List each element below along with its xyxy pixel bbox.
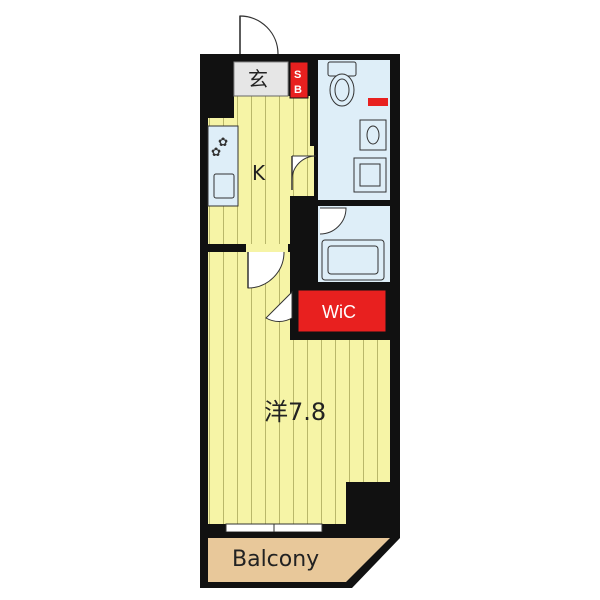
toilet-seat: [334, 78, 350, 102]
wall-pillar-bottom-right: [346, 482, 400, 532]
wall-wet-left-lower: [290, 196, 318, 252]
toilet-bowl: [329, 73, 355, 107]
front-door-swing[interactable]: [239, 15, 279, 55]
wall-wet-left: [310, 54, 318, 146]
entrance-floor: [233, 61, 289, 97]
kitchen-sink: [213, 173, 235, 199]
washing-machine-inner: [359, 163, 381, 187]
shoe-box-label-s: S: [294, 69, 301, 81]
stove-burner-1: ✿: [218, 135, 228, 149]
bathtub-inner: [327, 245, 379, 275]
shoe-box: [289, 61, 309, 99]
wall-wet-bottom: [290, 282, 390, 290]
washbasin: [359, 119, 387, 151]
walk-in-closet: [297, 289, 387, 333]
shoe-box-label-b: B: [294, 84, 302, 96]
main-room-label: 洋7.8: [264, 398, 326, 426]
balcony-floor: [208, 538, 390, 582]
washbasin-bowl: [366, 125, 380, 145]
wall-pillar-top-left: [200, 54, 234, 116]
closet-door-swing[interactable]: [265, 290, 293, 322]
bathtub: [321, 239, 385, 281]
washing-machine-pan: [353, 157, 387, 193]
wall-wet-divider: [310, 200, 390, 206]
room-door-swing[interactable]: [247, 251, 285, 289]
entrance-label: 玄: [248, 67, 268, 91]
utility-mark: [368, 98, 388, 106]
bath-door-swing[interactable]: [319, 207, 347, 235]
closet-label: WiC: [322, 302, 356, 322]
door-gap-main: [246, 244, 288, 252]
kitchen-label: K: [252, 161, 266, 185]
stove-burner-2: ✿: [211, 145, 221, 159]
balcony-label: Balcony: [232, 547, 319, 572]
